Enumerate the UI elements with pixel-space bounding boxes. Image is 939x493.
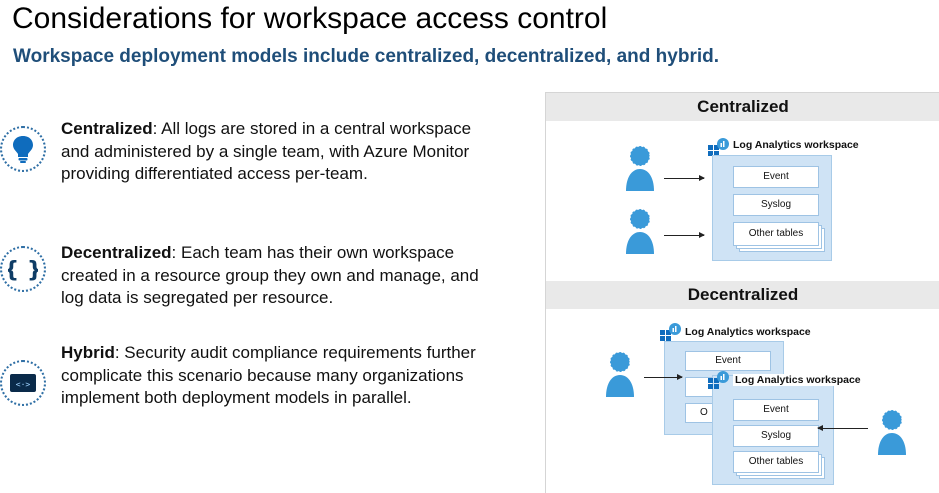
page-title: Considerations for workspace access cont… — [12, 2, 608, 35]
code-window-icon: <·> — [0, 360, 46, 406]
access-arrow — [644, 374, 683, 380]
item-text: Hybrid: Security audit compliance requir… — [61, 342, 501, 410]
item-description: : All logs are stored in a central works… — [61, 119, 472, 183]
item-term: Hybrid — [61, 343, 115, 362]
item-description: : Security audit compliance requirements… — [61, 343, 476, 407]
svg-text:<·>: <·> — [16, 380, 31, 389]
log-analytics-icon — [708, 137, 730, 162]
user-icon — [624, 208, 656, 261]
workspace-label: Log Analytics workspace — [733, 139, 859, 151]
user-icon — [624, 145, 656, 198]
table-other: Other tables — [733, 451, 819, 473]
access-arrow — [664, 232, 705, 238]
lightbulb-icon — [0, 126, 46, 172]
item-text: Decentralized: Each team has their own w… — [61, 242, 501, 310]
table-event: Event — [733, 166, 819, 188]
item-description: : Each team has their own workspace crea… — [61, 243, 479, 307]
svg-text:{ }: { } — [8, 258, 38, 282]
item-text: Centralized: All logs are stored in a ce… — [61, 118, 501, 186]
page-subtitle: Workspace deployment models include cent… — [13, 46, 719, 67]
log-analytics-icon — [708, 370, 730, 395]
braces-icon: { } — [0, 246, 46, 292]
table-event: Event — [685, 351, 771, 371]
item-term: Decentralized — [61, 243, 172, 262]
table-syslog: Syslog — [733, 194, 819, 216]
access-arrow — [817, 425, 868, 431]
deployment-diagram: Centralized Log Analytics workspace Even… — [545, 92, 939, 493]
user-icon — [604, 351, 636, 404]
decentralized-heading: Decentralized — [546, 281, 939, 309]
table-other: Other tables — [733, 222, 819, 246]
access-arrow — [664, 175, 705, 181]
user-icon — [876, 409, 908, 462]
table-syslog: Syslog — [733, 425, 819, 447]
log-analytics-icon — [660, 322, 682, 347]
workspace-label: Log Analytics workspace — [733, 374, 863, 386]
table-event: Event — [733, 399, 819, 421]
item-term: Centralized — [61, 119, 153, 138]
workspace-label: Log Analytics workspace — [685, 326, 811, 338]
centralized-heading: Centralized — [546, 93, 939, 121]
